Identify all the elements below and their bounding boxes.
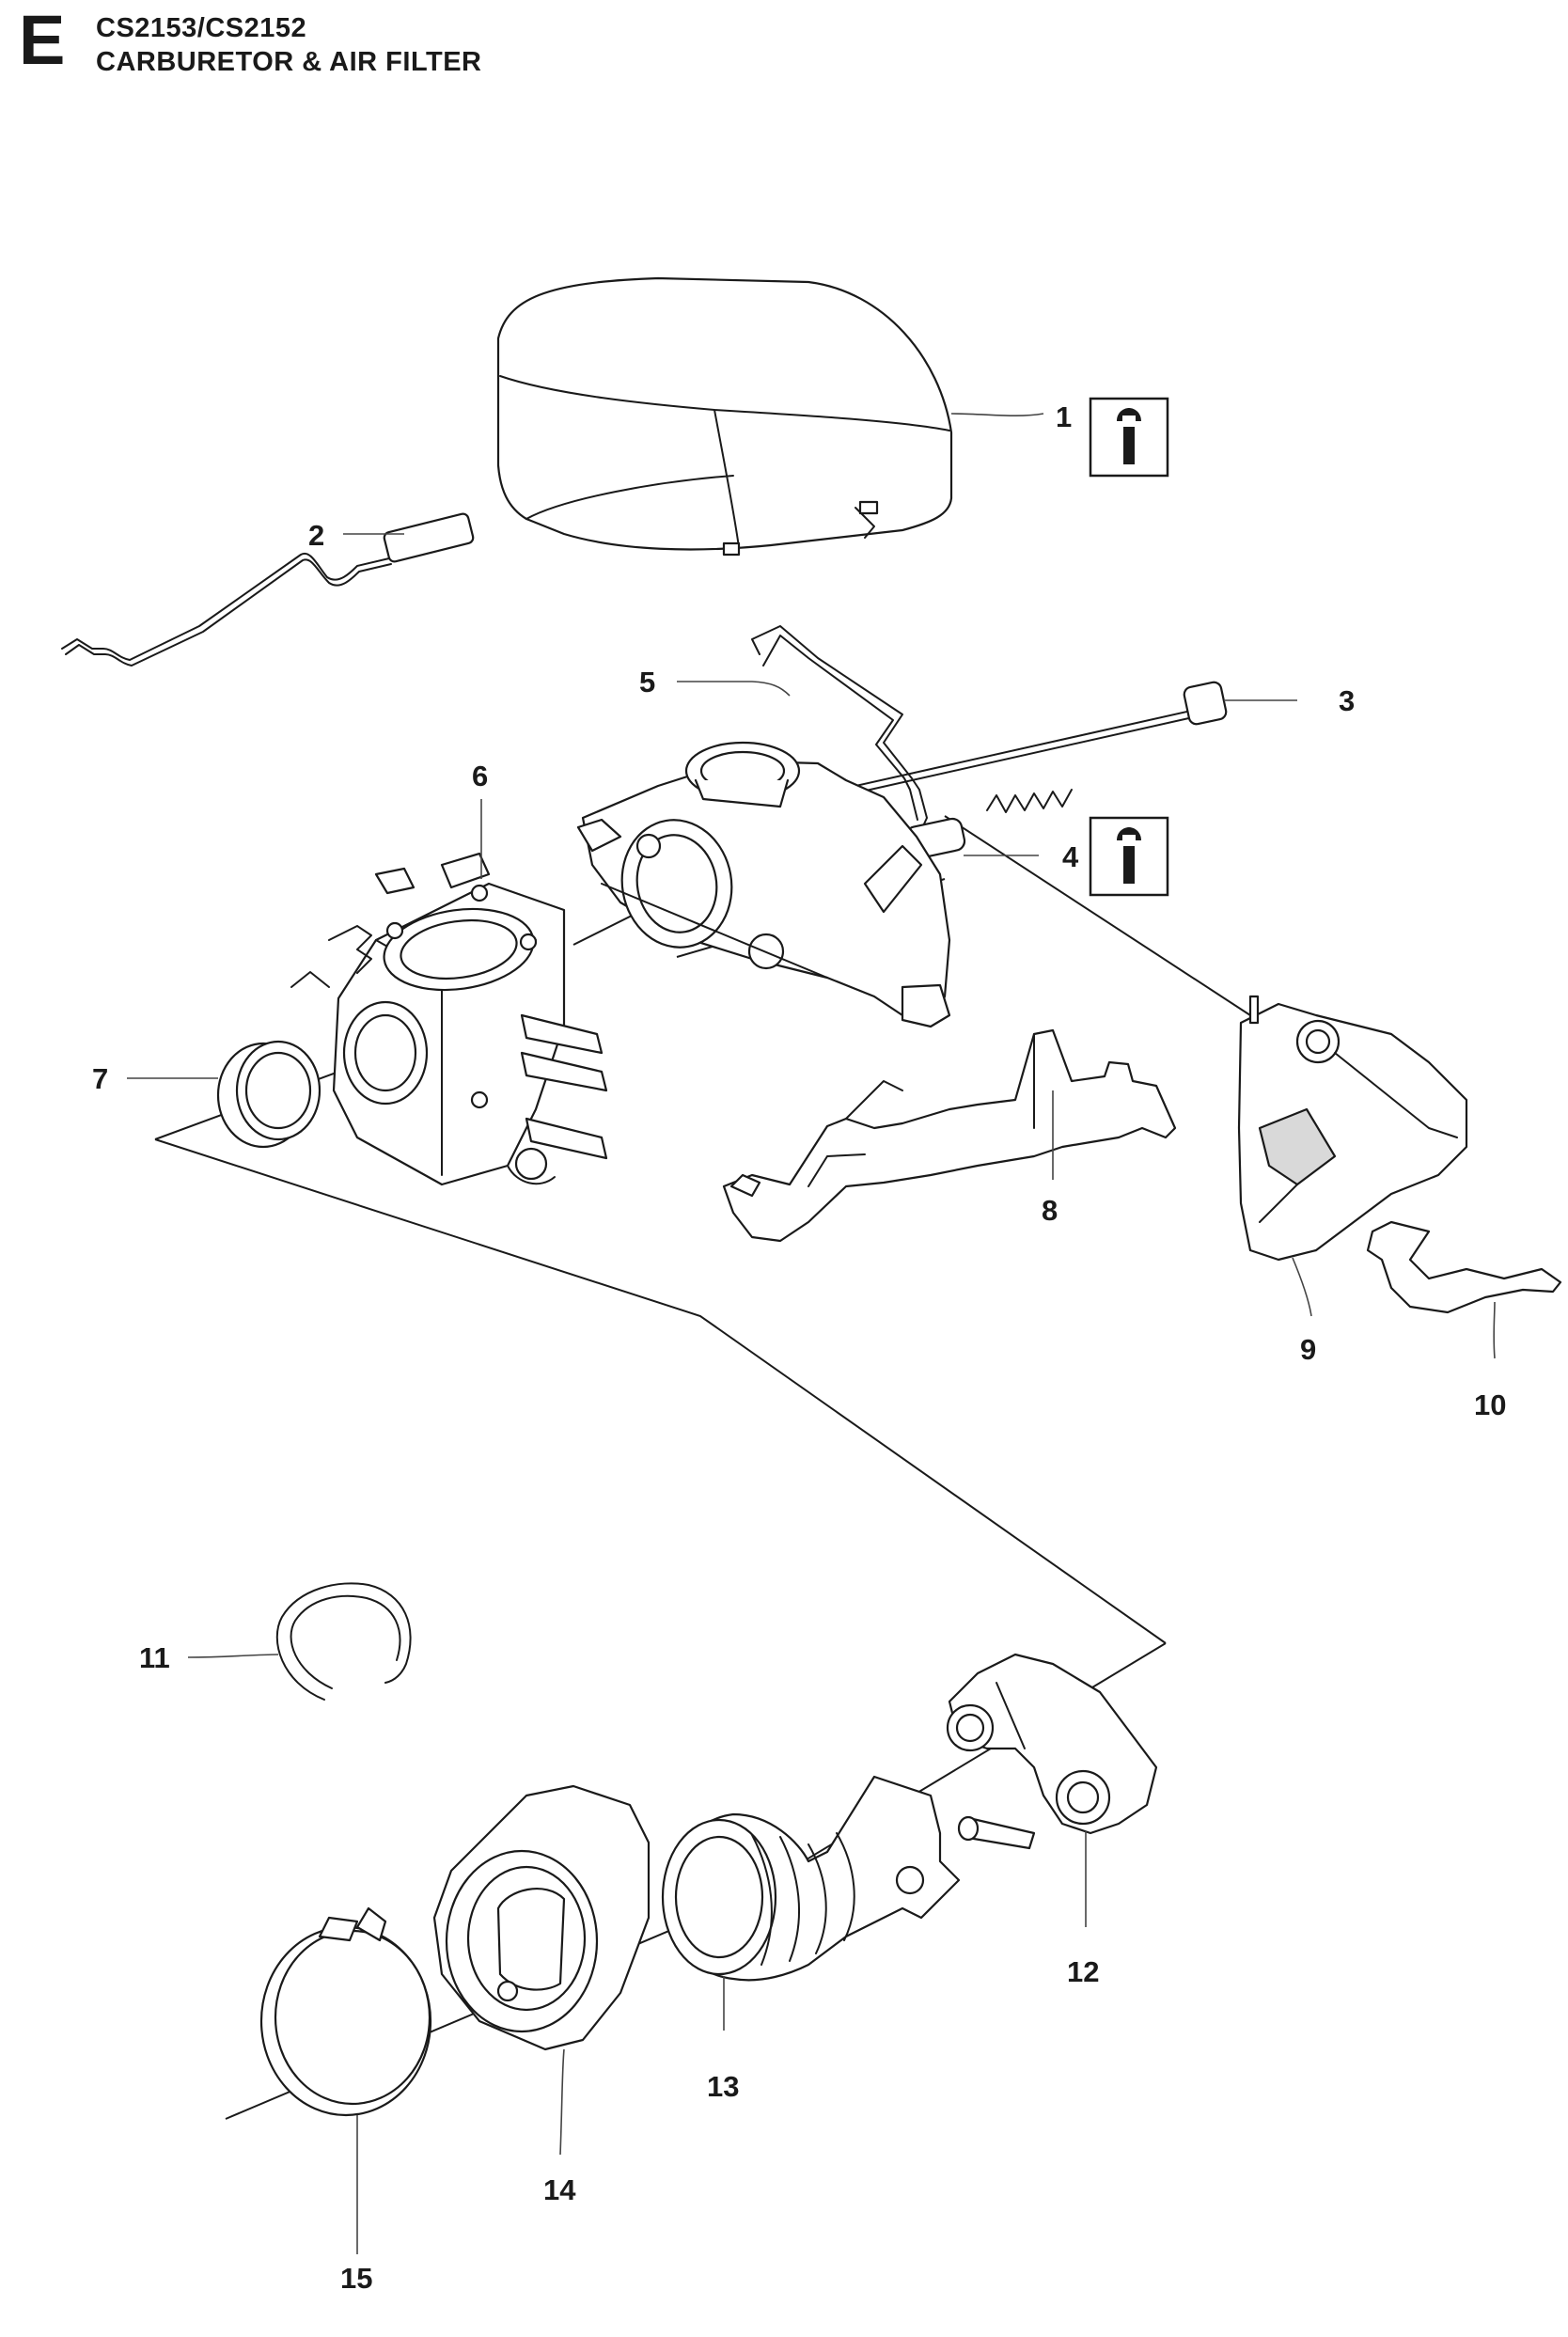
callout-5: 5 <box>639 666 655 698</box>
page-title: CARBURETOR & AIR FILTER <box>96 47 482 77</box>
callout-7: 7 <box>92 1062 108 1095</box>
leader-lines <box>127 413 1496 2254</box>
air-filter-cover[interactable] <box>496 276 953 557</box>
wrench-service-icon <box>1089 816 1169 897</box>
callout-3: 3 <box>1339 684 1355 717</box>
callout-4: 4 <box>1062 840 1079 873</box>
callout-9: 9 <box>1300 1333 1316 1366</box>
section-letter: E <box>19 1 66 79</box>
throttle-housing[interactable] <box>576 741 951 1028</box>
callout-14: 14 <box>543 2173 576 2206</box>
hose-clamp[interactable] <box>259 1906 432 2117</box>
intake-boot[interactable] <box>661 1775 961 1982</box>
intake-clamp[interactable] <box>946 1653 1158 1850</box>
callout-15: 15 <box>340 2262 372 2295</box>
callout-13: 13 <box>707 2070 739 2103</box>
callout-2: 2 <box>308 519 324 552</box>
callout-1: 1 <box>1056 400 1072 433</box>
retaining-ring[interactable] <box>275 1582 412 1701</box>
carburetor[interactable] <box>290 852 608 1186</box>
intake-flange[interactable] <box>432 1784 651 2051</box>
callout-10: 10 <box>1474 1388 1506 1421</box>
choke-rod[interactable] <box>61 512 475 667</box>
throttle-lever[interactable] <box>722 1028 1177 1243</box>
model-number: CS2153/CS2152 <box>96 13 307 43</box>
spring-clip[interactable] <box>1366 1220 1562 1314</box>
callout-6: 6 <box>472 760 488 792</box>
callout-8: 8 <box>1042 1194 1058 1227</box>
callout-12: 12 <box>1067 1955 1099 1988</box>
callout-labels: 1 2 3 4 5 6 7 8 9 10 11 12 13 14 15 <box>92 400 1506 2295</box>
callout-11: 11 <box>139 1641 170 1674</box>
wrench-service-icon <box>1089 397 1169 478</box>
trigger-housing[interactable] <box>1237 995 1468 1262</box>
page-header: E CS2153/CS2152 CARBURETOR & AIR FILTER <box>19 6 677 86</box>
intake-ring[interactable] <box>216 1040 321 1149</box>
